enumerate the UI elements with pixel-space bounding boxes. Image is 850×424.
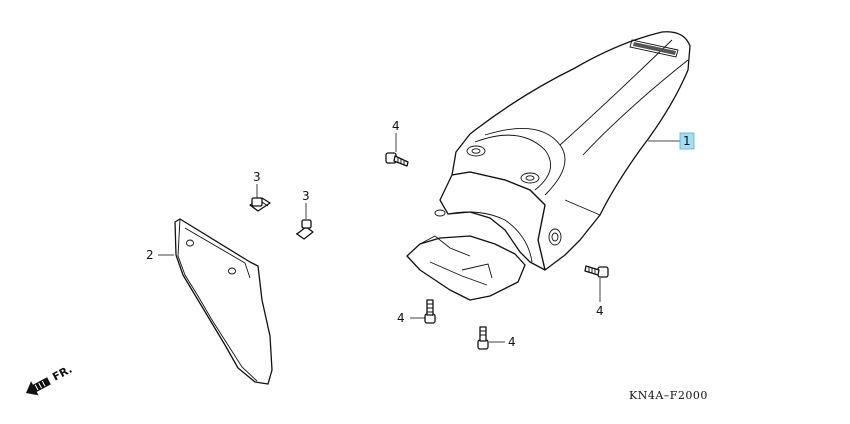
callout-4c: 4 bbox=[508, 335, 516, 349]
rear-fender-part bbox=[406, 31, 691, 301]
callout-4b: 4 bbox=[397, 311, 405, 325]
callout-1: 1 bbox=[683, 134, 691, 148]
callout-3a: 3 bbox=[253, 170, 261, 184]
bolt-4a bbox=[385, 152, 409, 167]
callout-1-highlight bbox=[679, 132, 695, 150]
callout-2: 2 bbox=[146, 248, 154, 262]
bolt-4b bbox=[424, 299, 436, 324]
bolt-4d bbox=[584, 265, 609, 278]
callout-4d: 4 bbox=[596, 304, 604, 318]
callout-3b: 3 bbox=[302, 189, 310, 203]
bolt-4c bbox=[477, 326, 489, 350]
callout-4a: 4 bbox=[392, 119, 400, 133]
diagram-code: KN4A–F2000 bbox=[629, 389, 708, 402]
screw-3b bbox=[295, 219, 314, 240]
direction-label: FR. bbox=[50, 363, 74, 384]
mud-guard-part bbox=[174, 218, 273, 385]
screw-3a bbox=[249, 197, 271, 212]
front-direction-arrow-icon bbox=[26, 377, 51, 396]
